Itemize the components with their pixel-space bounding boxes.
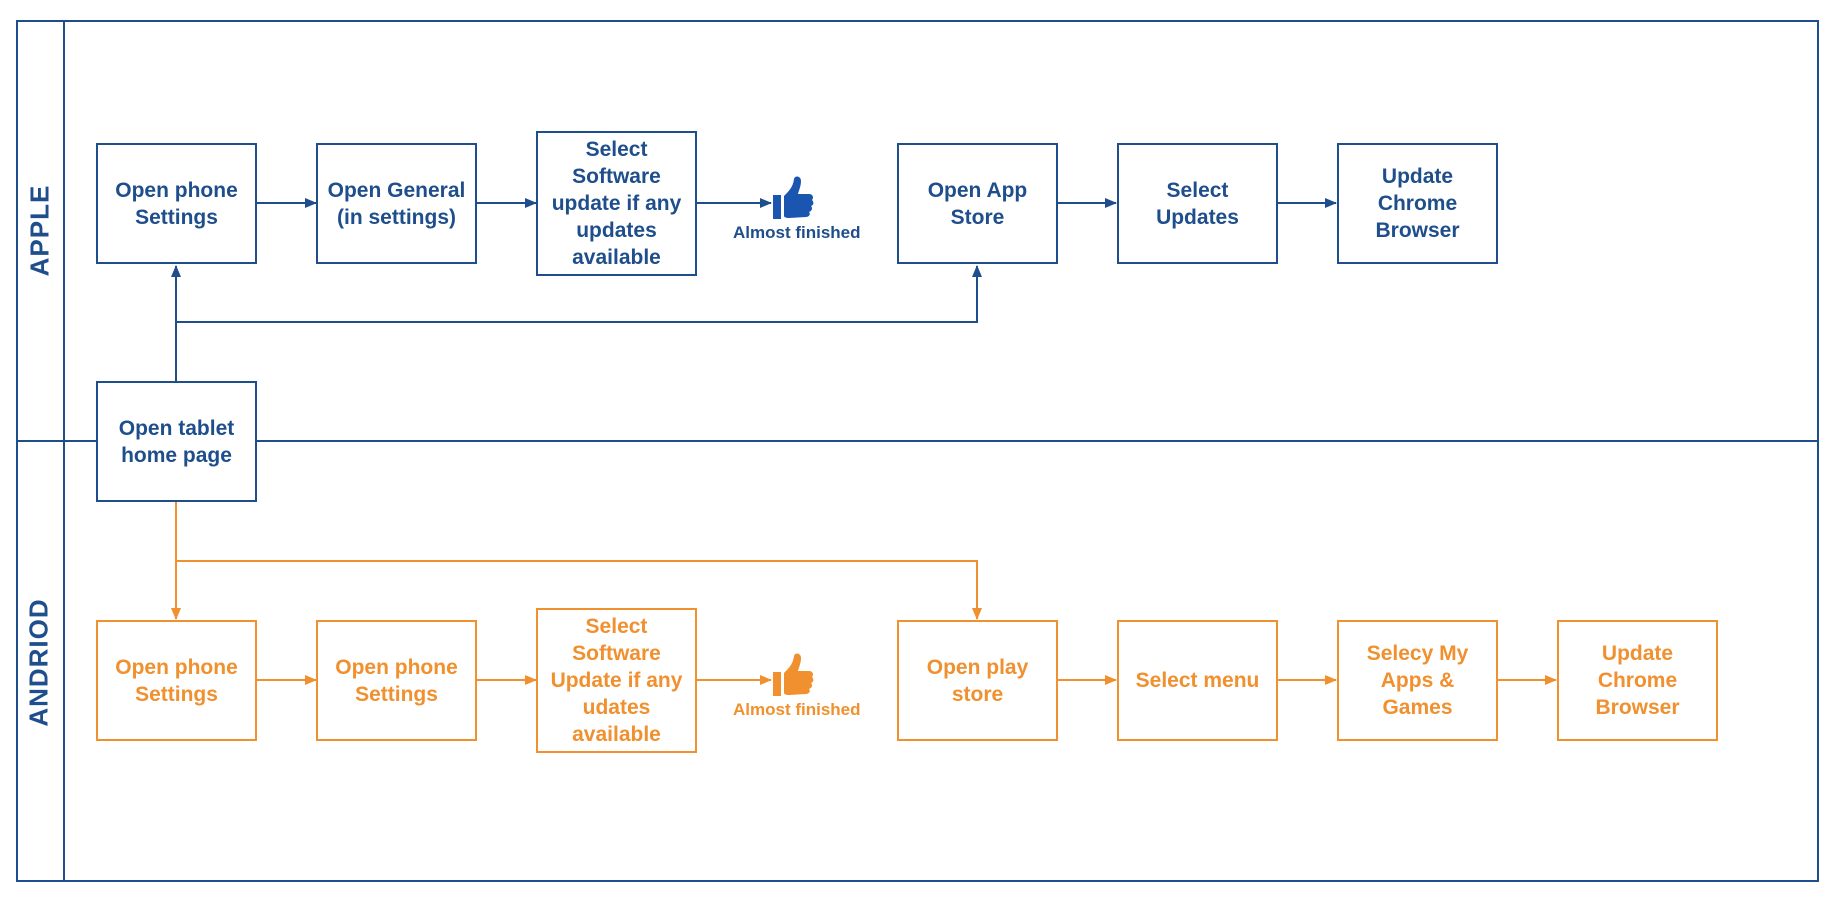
android-step-open-phone-settings: Open phone Settings xyxy=(96,620,257,741)
apple-step-open-phone-settings: Open phone Settings xyxy=(96,143,257,264)
android-milestone-label: Almost finished xyxy=(733,700,861,719)
android-step-label: Selecy My Apps & Games xyxy=(1366,642,1469,719)
apple-step-label: Open App Store xyxy=(927,178,1028,229)
android-step-select-software-update: Select Software Update if any udates ava… xyxy=(536,608,697,753)
android-step-my-apps-games: Selecy My Apps & Games xyxy=(1337,620,1498,741)
android-connectors xyxy=(171,502,1557,685)
apple-connectors xyxy=(171,198,1337,381)
apple-milestone-label: Almost finished xyxy=(733,223,861,242)
android-step-label: Select Software Update if any udates ava… xyxy=(550,615,683,746)
lane-separator xyxy=(16,440,1819,442)
android-step-label: Open phone Settings xyxy=(335,655,458,706)
apple-step-label: Open General (in settings) xyxy=(327,178,466,229)
arrow-start-to-app-store xyxy=(176,265,982,323)
android-step-update-chrome: Update Chrome Browser xyxy=(1557,620,1718,741)
start-node-open-tablet-home: Open tablet home page xyxy=(96,381,257,502)
arrow-start-to-play-store xyxy=(176,560,982,620)
android-step-label: Open phone Settings xyxy=(115,655,238,706)
apple-step-label: Select Software update if any updates av… xyxy=(551,138,682,269)
android-step-label: Open play store xyxy=(926,655,1029,706)
apple-step-open-app-store: Open App Store xyxy=(897,143,1058,264)
apple-step-update-chrome: Update Chrome Browser xyxy=(1337,143,1498,264)
apple-step-select-software-update: Select Software update if any updates av… xyxy=(536,131,697,276)
lane-title-divider xyxy=(63,20,65,882)
android-step-open-phone-settings-2: Open phone Settings xyxy=(316,620,477,741)
android-step-label: Select menu xyxy=(1135,669,1260,692)
thumbs-up-icon xyxy=(773,176,814,219)
apple-step-select-updates: Select Updates xyxy=(1117,143,1278,264)
start-node-label: Open tablet home page xyxy=(118,416,235,467)
android-step-label: Update Chrome Browser xyxy=(1595,642,1680,719)
thumbs-up-icon xyxy=(773,653,814,696)
apple-step-label: Open phone Settings xyxy=(115,178,238,229)
apple-step-label: Update Chrome Browser xyxy=(1375,165,1460,242)
apple-step-label: Select Updates xyxy=(1156,178,1239,229)
diagram-frame xyxy=(16,20,1819,882)
apple-step-open-general: Open General (in settings) xyxy=(316,143,477,264)
android-step-select-menu: Select menu xyxy=(1117,620,1278,741)
android-step-open-play-store: Open play store xyxy=(897,620,1058,741)
